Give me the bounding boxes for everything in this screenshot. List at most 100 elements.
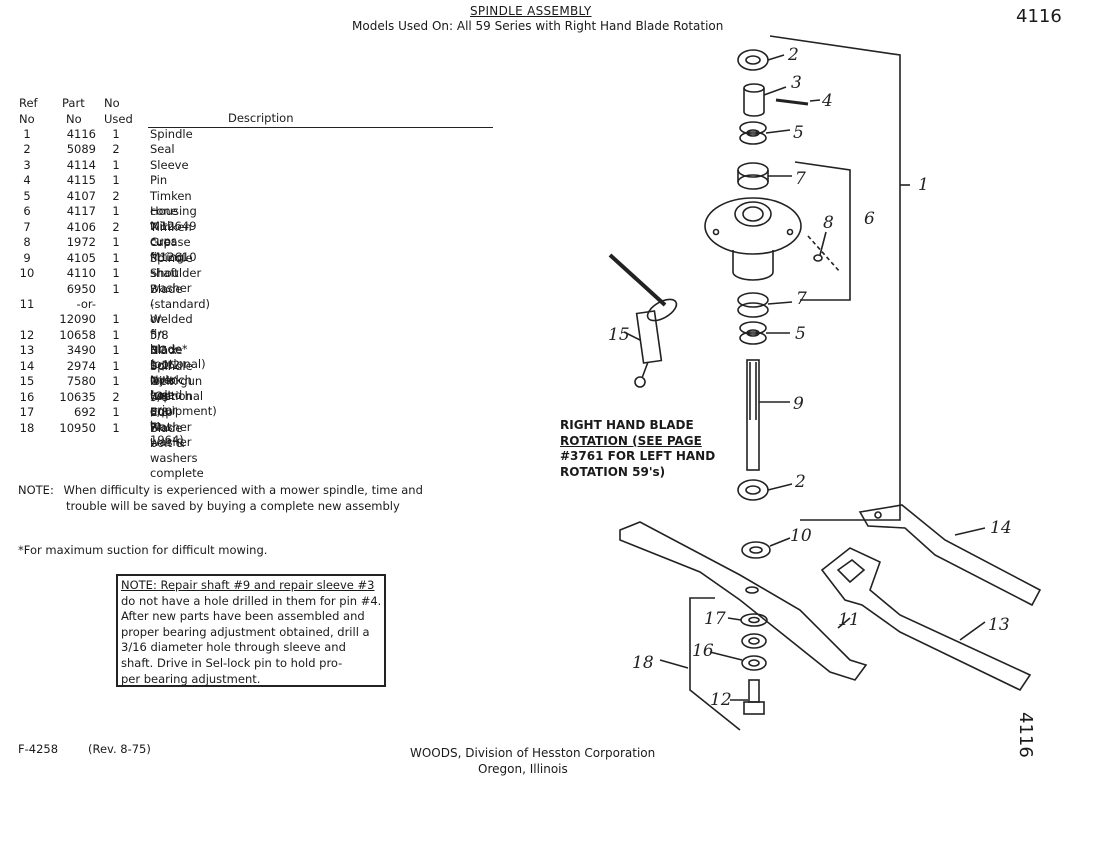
cup-part-top [737,162,792,190]
cell-part: 3490 [66,343,96,358]
cell-ref: 9 [23,250,31,265]
page-title: SPINDLE ASSEMBLY [470,4,592,18]
cell-desc: Grease fitting [150,235,191,265]
cone-part-bottom [739,321,790,345]
cell-ref: 18 [19,420,35,435]
callout-4: 4 [821,91,833,111]
pin-part [775,98,809,106]
cell-part: 4110 [66,266,96,281]
cell-ref: 17 [19,405,35,420]
callout-11: 11 [838,610,860,630]
page-number: 4116 [1016,6,1062,27]
seal-part-bottom [737,479,793,501]
col-header-part: Part No [62,95,85,127]
cell-used: 1 [112,327,120,342]
callout-8: 8 [823,213,834,233]
cell-desc: Blade bolt wrench (used prior to 1964) [150,343,192,448]
cup-washer-part-a [741,633,767,649]
col-header-ref-line1: Ref [19,96,38,110]
cell-used: 2 [112,142,120,157]
models-used-on: Models Used On: All 59 Series with Right… [352,19,724,33]
cell-part: 4117 [66,204,96,219]
col-header-ref: Ref No [19,95,38,127]
col-header-used-line2: Used [104,112,133,126]
cell-used: 1 [112,358,120,373]
cell-used: 2 [112,188,120,203]
callout-9: 9 [793,394,804,414]
nylok-bolt-part [730,679,765,715]
callout-12: 12 [710,690,732,710]
repair-note-box: NOTE: Repair shaft #9 and repair sleeve … [116,574,386,687]
box-note-line: proper bearing adjustment obtained, dril… [121,624,370,639]
spindle-lock-wrench-part [858,504,1042,607]
col-header-used-line1: No [104,96,120,110]
cell-used: 1 [112,405,120,420]
cell-desc: Spindle lock wrench [150,358,193,403]
cell-used: 2 [112,219,120,234]
callout-2-bottom: 2 [794,472,806,492]
cell-part: 4114 [66,157,96,172]
cell-ref: 5 [23,188,31,203]
box-note-line: per bearing adjustment. [121,671,261,686]
box-note-line: NOTE: Repair shaft #9 and repair sleeve … [121,578,375,592]
cell-desc: Timken cup M12610 [150,219,197,264]
callout-3: 3 [791,73,802,93]
cell-desc: -or- [150,296,166,326]
shoulder-washer-part [741,537,791,559]
callout-15: 15 [608,325,630,345]
cell-used: 1 [112,312,120,327]
note-line2: trouble will be saved by buying a comple… [66,499,400,513]
leader-line-18 [689,597,741,731]
header-rule [148,127,493,128]
general-note: NOTE: When difficulty is experienced wit… [18,482,458,514]
cell-desc: Spindle [150,127,193,141]
spindle-shaft-part [746,359,790,471]
cell-part: 1972 [66,235,96,250]
col-header-part-line1: Part [62,96,85,110]
cell-desc: 5/8 Flat washer [150,405,192,450]
col-header-used: No Used [104,95,133,127]
rotation-note: RIGHT HAND BLADE ROTATION (SEE PAGE #376… [560,418,715,480]
cell-desc: Shoulder washer [150,266,202,296]
cell-desc: Seal [150,142,175,157]
cell-part: 4115 [66,173,96,188]
cell-desc: 5/8 NC x 1-1/2 Nylok bolt [150,327,183,402]
cell-desc: Sleeve [150,157,189,172]
footnote: *For maximum suction for difficult mowin… [18,543,268,557]
flat-washer-part [727,613,768,627]
cell-desc: Housing with cups [150,204,197,249]
seal-part-top [737,49,785,71]
cell-part: 12090 [59,312,96,327]
company-name: WOODS, Division of Hesston Corporation [410,746,656,760]
cell-desc: Pin [150,173,168,188]
box-note-line: shaft. Drive in Sel-lock pin to hold pro… [121,655,343,670]
blade-bolt-wrench-part [820,547,1032,692]
cell-part: 10658 [59,327,96,342]
revision: (Rev. 8-75) [88,742,151,756]
cell-part: 4105 [66,250,96,265]
cone-part-top [739,121,791,145]
callout-14: 14 [990,518,1012,538]
callout-17: 17 [704,609,726,629]
rotation-note-line: ROTATION 59's) [560,464,666,479]
cell-ref: 10 [19,266,35,281]
oil-gun-part [608,253,678,388]
callout-6: 6 [864,209,875,229]
cell-part: 10950 [59,420,96,435]
cell-part: 692 [74,405,96,420]
cell-desc: Spindle shaft [150,250,193,280]
callout-1: 1 [918,175,929,195]
cell-ref: 12 [19,327,35,342]
cell-ref: 15 [19,374,35,389]
cell-part: 4107 [66,188,96,203]
callout-5-bottom: 5 [795,324,806,344]
cup-part-bottom [737,292,793,318]
cell-desc: Welded fin blade* (optional) [150,312,206,372]
callout-10: 10 [790,526,812,546]
leader-line-1 [769,35,901,521]
note-line1: When difficulty is experienced with a mo… [63,483,423,497]
rotation-note-line: ROTATION (SEE PAGE [560,433,702,448]
sleeve-part [743,83,787,117]
col-header-description: Description [228,111,294,125]
